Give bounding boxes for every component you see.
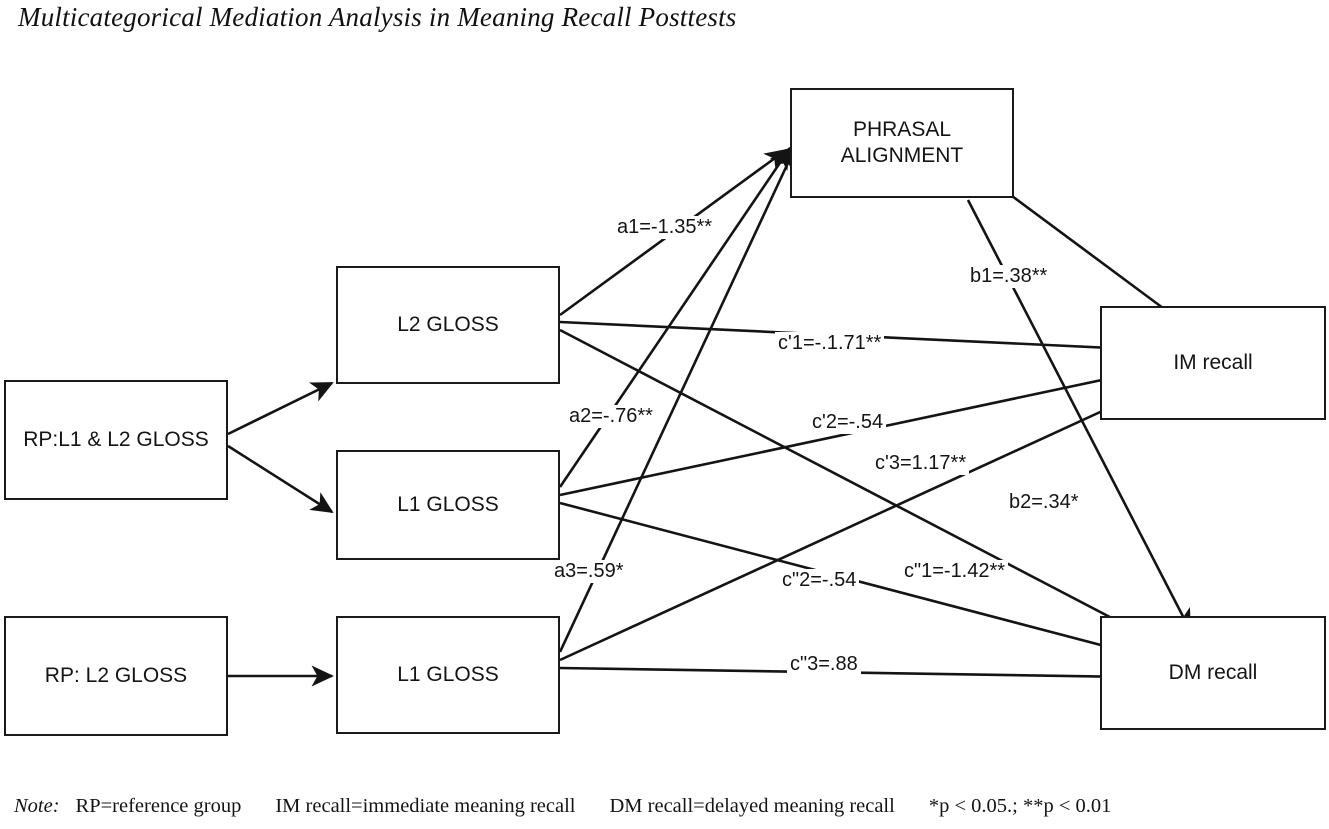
node-label: IM recall — [1173, 350, 1253, 374]
edge-rp1-to-l1gloss-a — [227, 444, 334, 514]
note-segment-dm: DM recall=delayed meaning recall — [609, 795, 895, 817]
path-label-c2-prime: c'2=-.54 — [809, 411, 887, 434]
node-l2-gloss[interactable]: L2 GLOSS — [336, 266, 560, 384]
node-label-line-2: ALIGNMENT — [840, 144, 964, 167]
node-dm-recall[interactable]: DM recall — [1100, 616, 1326, 730]
edge-c2pp — [559, 501, 1198, 675]
path-label-c3-double-prime: c"3=.88 — [787, 653, 861, 676]
edge-c3pp — [559, 666, 1198, 689]
note-segment-im: IM recall=immediate meaning recall — [275, 795, 576, 817]
node-label: RP: L2 GLOSS — [44, 663, 188, 687]
path-label-b1: b1=.38** — [967, 265, 1051, 288]
edge-rp1-to-l2gloss — [227, 381, 334, 436]
node-label: RP:L1 & L2 GLOSS — [23, 427, 209, 451]
node-rp-l1-l2-gloss[interactable]: RP:L1 & L2 GLOSS — [4, 380, 228, 500]
node-l1-gloss-lower[interactable]: L1 GLOSS — [336, 616, 560, 734]
figure-note: Note: RP=reference group IM recall=immed… — [14, 795, 1324, 818]
node-label: L1 GLOSS — [397, 492, 499, 516]
note-segment-rp: RP=reference group — [75, 795, 242, 817]
path-label-b2: b2=.34* — [1006, 491, 1082, 514]
node-label: DM recall — [1168, 660, 1258, 684]
note-segment-significance: *p < 0.05.; **p < 0.01 — [928, 795, 1112, 817]
node-label: L1 GLOSS — [397, 662, 499, 686]
path-label-c1-prime: c'1=-.1.71** — [775, 332, 885, 355]
path-label-c2-double-prime: c"2=-.54 — [779, 569, 860, 592]
path-label-a2: a2=-.76** — [566, 405, 656, 428]
edge-c3p — [559, 366, 1198, 662]
path-label-a3: a3=.59* — [551, 560, 627, 583]
node-rp-l2-gloss[interactable]: RP: L2 GLOSS — [4, 616, 228, 736]
edge-c1pp — [559, 328, 1198, 664]
note-keyword: Note: — [14, 795, 60, 817]
node-l1-gloss-upper[interactable]: L1 GLOSS — [336, 450, 560, 560]
node-phrasal-alignment[interactable]: PHRASAL ALIGNMENT — [790, 88, 1014, 198]
path-label-a1: a1=-1.35** — [614, 216, 716, 239]
edge-a2 — [558, 146, 792, 488]
page-title: Multicategorical Mediation Analysis in M… — [18, 2, 737, 32]
node-label: L2 GLOSS — [397, 312, 499, 336]
path-label-c3-prime: c'3=1.17** — [872, 452, 970, 475]
node-im-recall[interactable]: IM recall — [1100, 306, 1326, 420]
path-label-c1-double-prime: c"1=-1.42** — [901, 560, 1009, 583]
node-label-line-1: PHRASAL — [852, 117, 952, 141]
